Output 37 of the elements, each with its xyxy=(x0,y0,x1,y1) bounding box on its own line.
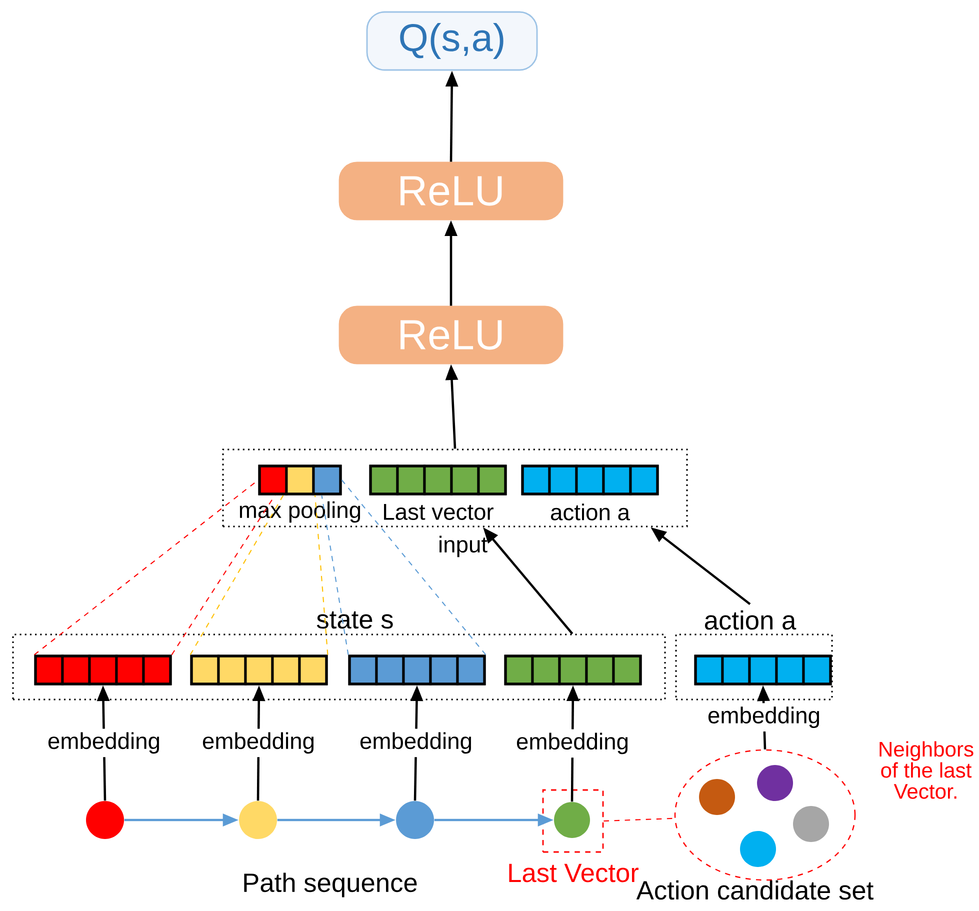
layer-box: ReLU xyxy=(338,162,564,220)
output-box: Q(s,a) xyxy=(366,11,538,71)
caption: Path sequence xyxy=(244,872,417,898)
dot xyxy=(239,801,277,839)
embedding-vector xyxy=(694,654,832,686)
group-heading: state s xyxy=(316,611,393,629)
dot xyxy=(793,806,829,842)
group-heading: action a xyxy=(704,610,796,630)
edge-label: embedding xyxy=(198,728,319,758)
node-label: Last Vector xyxy=(509,864,638,882)
dashed-line xyxy=(314,495,328,655)
node-label: Action candidate set xyxy=(636,880,874,900)
dot xyxy=(396,801,434,839)
dot xyxy=(86,801,124,839)
edge-label: embedding xyxy=(356,728,476,758)
embedding-vector xyxy=(190,654,328,686)
vector-label: action a xyxy=(548,502,632,522)
frame-box xyxy=(222,448,688,528)
dashed-line xyxy=(171,494,276,656)
dashed-line xyxy=(604,818,675,822)
embedding-vector xyxy=(348,654,486,686)
edge-label: input xyxy=(440,536,488,558)
embedding-vector xyxy=(34,654,172,686)
dashed-line xyxy=(341,480,486,656)
dashed-line xyxy=(190,494,284,656)
dot xyxy=(757,765,794,801)
dot xyxy=(554,802,590,838)
dashed-line xyxy=(321,495,349,655)
edge-label: embedding xyxy=(704,703,824,732)
layer-box: ReLU xyxy=(338,306,564,364)
vector-label: Last vector xyxy=(380,502,496,522)
dot xyxy=(699,779,736,815)
edge-label: embedding xyxy=(44,728,164,758)
node-label: Neighbors of the last Vector. xyxy=(880,741,974,799)
dot xyxy=(740,831,776,867)
edge-label: embedding xyxy=(512,729,633,758)
embedding-vector xyxy=(504,654,642,686)
